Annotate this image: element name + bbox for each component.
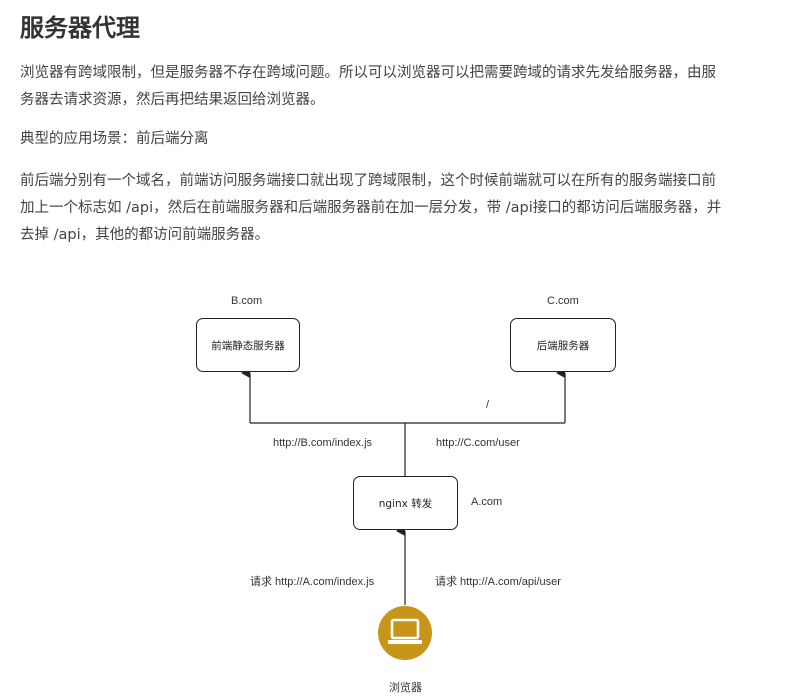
laptop-icon (378, 606, 432, 660)
explanation-line-1: 前后端分别有一个域名，前端访问服务端接口就出现了跨域限制，这个时候前端就可以在所… (20, 173, 716, 189)
request-index-label: 请求 http://A.com/index.js (250, 576, 375, 588)
request-api-label: 请求 http://A.com/api/user (435, 576, 561, 588)
intro-line-1: 浏览器有跨域限制，但是服务器不存在跨域问题。所以可以浏览器可以把需要跨域的请求先… (20, 65, 716, 81)
backend-server-box: 后端服务器 (510, 318, 616, 372)
explanation-line-3: 去掉 /api，其他的都访问前端服务器。 (20, 227, 270, 243)
page-title: 服务器代理 (20, 14, 140, 42)
backend-route-label: http://C.com/user (436, 437, 520, 449)
intro-line-2: 务器去请求资源，然后再把结果返回给浏览器。 (20, 92, 325, 108)
slash-mark: / (486, 399, 490, 411)
backend-domain-label: C.com (547, 295, 579, 307)
nginx-proxy-box: nginx 转发 (353, 476, 458, 530)
proxy-domain-label: A.com (471, 496, 503, 508)
scenario-paragraph: 典型的应用场景：前后端分离 (20, 131, 209, 147)
frontend-route-label: http://B.com/index.js (273, 437, 373, 449)
diagram-connectors (241, 368, 566, 605)
browser-label: 浏览器 (389, 682, 422, 694)
frontend-domain-label: B.com (231, 295, 263, 307)
explanation-line-2: 加上一个标志如 /api，然后在前端服务器和后端服务器前在加一层分发，带 /ap… (20, 200, 722, 216)
frontend-server-box: 前端静态服务器 (196, 318, 300, 372)
intro-paragraph: 浏览器有跨域限制，但是服务器不存在跨域问题。所以可以浏览器可以把需要跨域的请求先… (20, 60, 795, 114)
proxy-diagram: B.com C.com 前端静态服务器 后端服务器 / http://B.com… (0, 280, 810, 699)
explanation-paragraph: 前后端分别有一个域名，前端访问服务端接口就出现了跨域限制，这个时候前端就可以在所… (20, 168, 795, 249)
